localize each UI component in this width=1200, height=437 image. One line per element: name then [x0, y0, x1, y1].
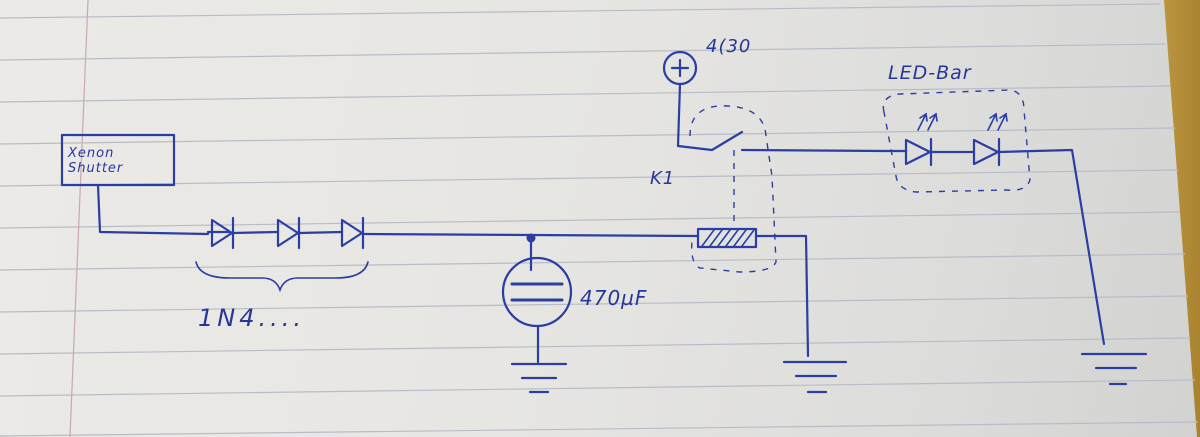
capacitor-value-label: 470µF: [580, 286, 648, 310]
diode-chain: [206, 216, 365, 250]
relay-contact: [676, 82, 744, 152]
wire-to-leds: [740, 148, 887, 153]
ground-leds: [1080, 352, 1148, 386]
wire-leds-to-ground: [997, 148, 1106, 346]
relay-outline: [689, 105, 777, 273]
diode-type-label: 1N4....: [198, 304, 306, 332]
relay-coil: [696, 227, 758, 249]
xenon-shutter-label: Xenon Shutter: [68, 146, 124, 176]
led-bar: [882, 89, 1031, 193]
wire-shutter-to-diodes: [96, 183, 210, 236]
supply-voltage-label: 4(30: [706, 36, 752, 57]
led-bar-label: LED-Bar: [888, 62, 972, 84]
xenon-shutter-box: [60, 133, 176, 187]
ground-relay: [782, 360, 848, 394]
capacitor-470uf: [501, 236, 573, 364]
ground-capacitor: [510, 362, 568, 394]
wire-coil-to-ground: [754, 234, 810, 358]
diode-brace: [195, 261, 369, 293]
relay-designator-label: K1: [650, 168, 676, 189]
